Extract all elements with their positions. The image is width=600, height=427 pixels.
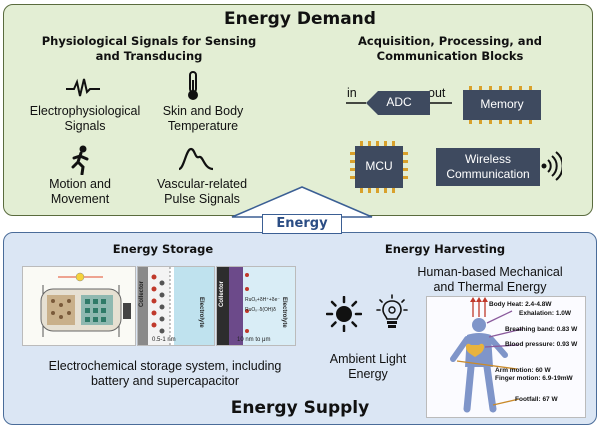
memory-chip-icon [463, 86, 541, 124]
adc-out-label: out [428, 86, 446, 100]
energy-demand-title: Energy Demand [224, 9, 376, 29]
electro-label-1: Electrophysiological [29, 104, 141, 118]
energy-supply-title: Energy Supply [230, 398, 370, 418]
wireless-block [436, 148, 540, 186]
battery-illustration [22, 266, 136, 346]
breathing-label: Breathing band: 0.83 W [505, 326, 578, 333]
motion-label-2: Movement [50, 192, 110, 206]
adc-in-label: in [347, 86, 357, 100]
finger-motion-label: Finger motion: 6.9-19mW [495, 375, 573, 382]
footfall-label: Footfall: 67 W [515, 396, 558, 403]
physio-title-line1: Physiological Signals for Sensing [41, 34, 257, 48]
mcu-chip-icon [350, 141, 408, 193]
ecg-waveform-icon [66, 78, 100, 97]
blood-pressure-label: Blood pressure: 0.93 W [505, 341, 578, 348]
collector-label-1: Collector [139, 280, 145, 307]
acq-title-line2: Communication Blocks [376, 49, 524, 63]
dim-label-2: 10 nm to μm [237, 337, 271, 343]
vascular-label-1: Vascular-related [156, 177, 248, 191]
skin-label-2: Temperature [167, 119, 239, 133]
collector-label-2: Collector [219, 280, 225, 307]
edl-capacitor-illustration: Collector Electrolyte 0.5-1 nm [137, 266, 215, 346]
electrolyte-label-2: Electrolyte [281, 297, 287, 328]
reaction-label-1: RuOₓ+δH⁺+δe⁻ [245, 297, 280, 303]
body-heat-label: Body Heat: 2.4-4.8W [489, 301, 552, 308]
acq-title-line1: Acquisition, Processing, and [358, 34, 542, 48]
dim-label-1: 0.5-1 nm [152, 337, 176, 343]
wifi-signal-icon [541, 151, 562, 181]
sun-icon [326, 296, 362, 332]
memory-label: Memory [480, 97, 524, 111]
running-person-icon [71, 145, 89, 175]
human-energy-label-2: and Thermal Energy [433, 280, 547, 294]
arm-motion-label: Arm motion: 60 W [495, 367, 551, 374]
energy-harvesting-title: Energy Harvesting [384, 242, 506, 256]
adc-block [346, 91, 452, 115]
light-bulb-icon [376, 294, 408, 328]
pseudocapacitor-illustration: Collector Electrolyte RuOₓ+δH⁺+δe⁻ RuOₓ₋… [216, 266, 296, 346]
wireless-label-2: Communication [446, 167, 530, 181]
energy-label: Energy [262, 214, 342, 234]
storage-caption-1: Electrochemical storage system, includin… [48, 359, 282, 373]
adc-label: ADC [386, 95, 412, 109]
wireless-label-1: Wireless [464, 152, 511, 166]
physio-title-line2: and Transducing [95, 49, 203, 63]
ambient-label-1: Ambient Light [329, 352, 407, 366]
thermometer-icon [188, 71, 198, 100]
reaction-label-2: RuOₓ₋δ(OH)δ [245, 307, 276, 313]
storage-caption-2: battery and supercapacitor [90, 374, 239, 388]
energy-storage-title: Energy Storage [112, 242, 214, 256]
motion-label-1: Motion and [49, 177, 111, 191]
human-energy-label-1: Human-based Mechanical [417, 265, 563, 279]
electrolyte-label-1: Electrolyte [198, 297, 204, 328]
human-energy-figure: Body Heat: 2.4-4.8W Exhalation: 1.0W Bre… [426, 296, 586, 418]
ambient-label-2: Energy [348, 367, 388, 381]
vascular-label-2: Pulse Signals [164, 192, 240, 206]
exhalation-label: Exhalation: 1.0W [519, 310, 572, 317]
skin-label-1: Skin and Body [162, 104, 244, 118]
pulse-wave-icon [178, 147, 214, 171]
electro-label-2: Signals [64, 119, 106, 133]
mcu-label: MCU [365, 159, 393, 173]
